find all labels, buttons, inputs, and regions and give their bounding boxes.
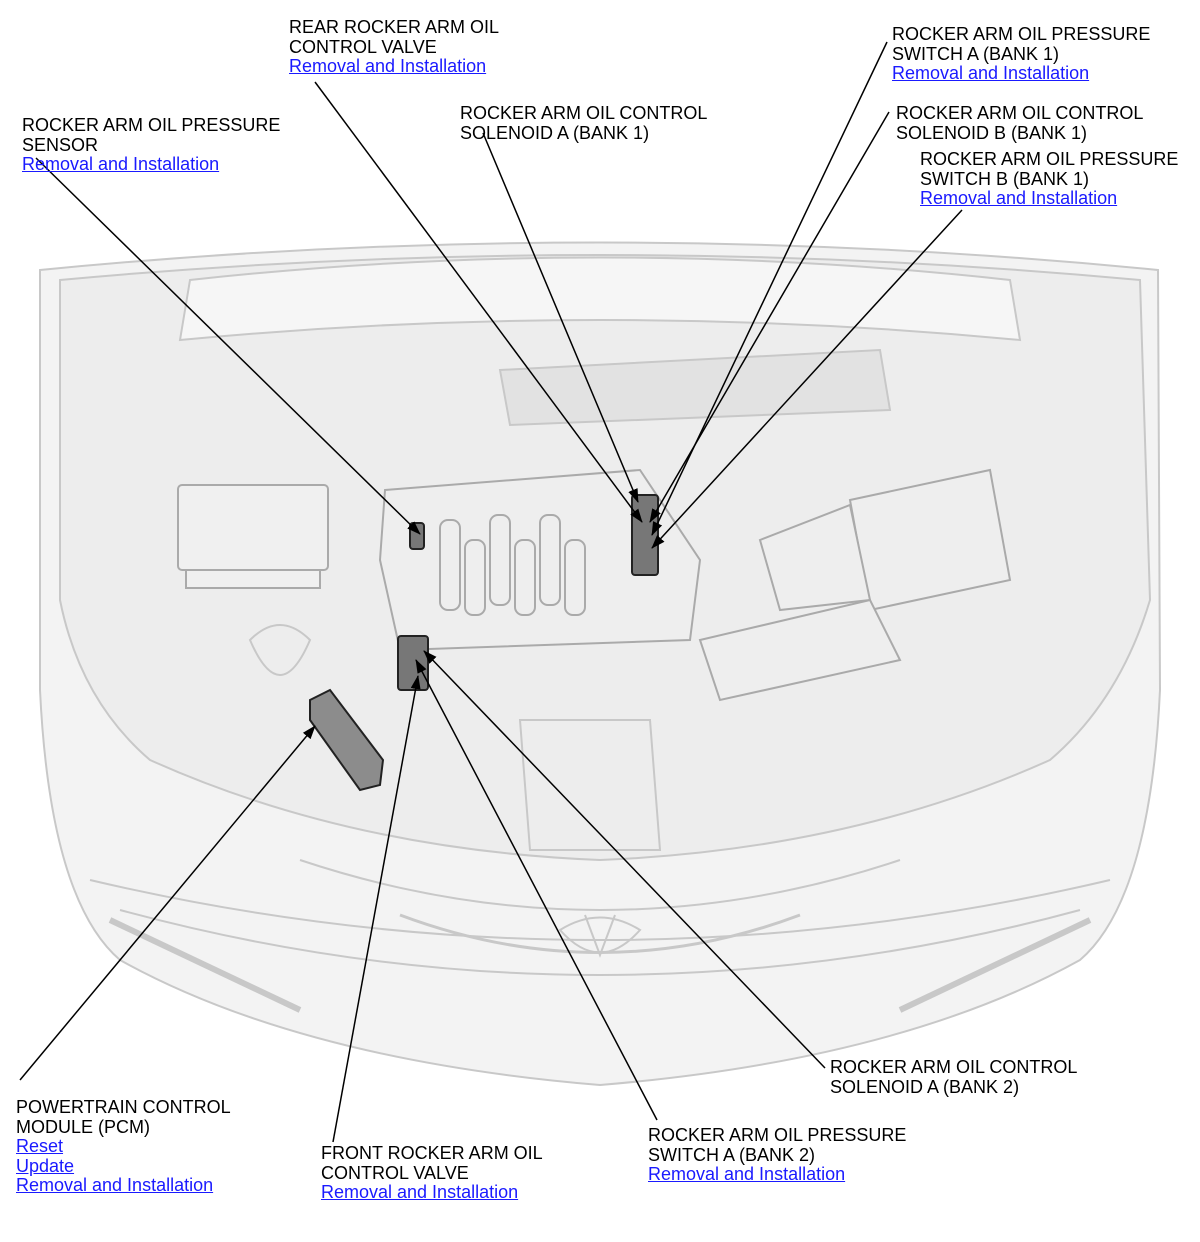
- callout-rear-rocker-arm-oil-control-valve: REAR ROCKER ARM OIL CONTROL VALVE Remova…: [289, 17, 500, 77]
- removal-installation-link[interactable]: Removal and Installation: [289, 56, 487, 76]
- bank2-components: [397, 635, 429, 691]
- callout-rocker-arm-oil-pressure-switch-b-bank1: ROCKER ARM OIL PRESSURE SWITCH B (BANK 1…: [920, 149, 1179, 209]
- callout-title-line: SOLENOID B (BANK 1): [896, 122, 1088, 143]
- leader-lines: [19, 41, 963, 1143]
- callout-title-line: MODULE (PCM): [16, 1116, 150, 1137]
- callout-title-line: ROCKER ARM OIL PRESSURE: [920, 149, 1179, 169]
- callout-rocker-arm-oil-control-solenoid-a-bank2: ROCKER ARM OIL CONTROL SOLENOID A (BANK …: [830, 1057, 1078, 1097]
- callout-title-line: FRONT ROCKER ARM OIL: [321, 1143, 543, 1163]
- callout-title-line: REAR ROCKER ARM OIL: [289, 17, 500, 37]
- callout-title-line: SWITCH B (BANK 1): [920, 168, 1090, 189]
- removal-installation-link[interactable]: Removal and Installation: [22, 154, 220, 174]
- air-intake: [698, 468, 1012, 702]
- callout-title-line: CONTROL VALVE: [289, 36, 437, 57]
- engine-cover: [378, 468, 702, 652]
- callout-title-line: CONTROL VALVE: [321, 1162, 469, 1183]
- car-body: [39, 241, 1162, 1087]
- callout-rocker-arm-oil-control-solenoid-a-bank1: ROCKER ARM OIL CONTROL SOLENOID A (BANK …: [460, 103, 708, 143]
- removal-installation-link[interactable]: Removal and Installation: [16, 1175, 214, 1195]
- callout-front-rocker-arm-oil-control-valve: FRONT ROCKER ARM OIL CONTROL VALVE Remov…: [321, 1143, 543, 1203]
- removal-installation-link[interactable]: Removal and Installation: [920, 188, 1118, 208]
- bank1-components: [631, 494, 659, 576]
- callout-title-line: ROCKER ARM OIL PRESSURE: [648, 1125, 907, 1145]
- pcm-shape: [309, 688, 385, 792]
- callout-title-line: SENSOR: [22, 134, 99, 155]
- pcm-update-link[interactable]: Update: [16, 1155, 75, 1176]
- callout-rocker-arm-oil-pressure-switch-a-bank1: ROCKER ARM OIL PRESSURE SWITCH A (BANK 1…: [892, 24, 1151, 84]
- callout-title-line: SWITCH A (BANK 1): [892, 43, 1060, 64]
- callout-rocker-arm-oil-pressure-switch-a-bank2: ROCKER ARM OIL PRESSURE SWITCH A (BANK 2…: [648, 1125, 907, 1185]
- callout-title-line: ROCKER ARM OIL CONTROL: [830, 1057, 1078, 1077]
- callout-rocker-arm-oil-control-solenoid-b-bank1: ROCKER ARM OIL CONTROL SOLENOID B (BANK …: [896, 103, 1144, 143]
- removal-installation-link[interactable]: Removal and Installation: [892, 63, 1090, 83]
- fuse-box: [177, 484, 329, 589]
- callout-title-line: POWERTRAIN CONTROL: [16, 1097, 231, 1117]
- callout-title-line: ROCKER ARM OIL CONTROL: [896, 103, 1144, 123]
- callout-title-line: SWITCH A (BANK 2): [648, 1144, 816, 1165]
- callout-title-line: ROCKER ARM OIL CONTROL: [460, 103, 708, 123]
- callout-title-line: ROCKER ARM OIL PRESSURE: [892, 24, 1151, 44]
- removal-installation-link[interactable]: Removal and Installation: [321, 1182, 519, 1202]
- callout-title-line: ROCKER ARM OIL PRESSURE: [22, 115, 281, 135]
- removal-installation-link[interactable]: Removal and Installation: [648, 1164, 846, 1184]
- callout-title-line: SOLENOID A (BANK 1): [460, 122, 650, 143]
- callout-powertrain-control-module: POWERTRAIN CONTROL MODULE (PCM) Reset Up…: [16, 1097, 231, 1196]
- callout-title-line: SOLENOID A (BANK 2): [830, 1076, 1020, 1097]
- callout-rocker-arm-oil-pressure-sensor: ROCKER ARM OIL PRESSURE SENSOR Removal a…: [22, 115, 281, 175]
- pcm-reset-link[interactable]: Reset: [16, 1136, 64, 1156]
